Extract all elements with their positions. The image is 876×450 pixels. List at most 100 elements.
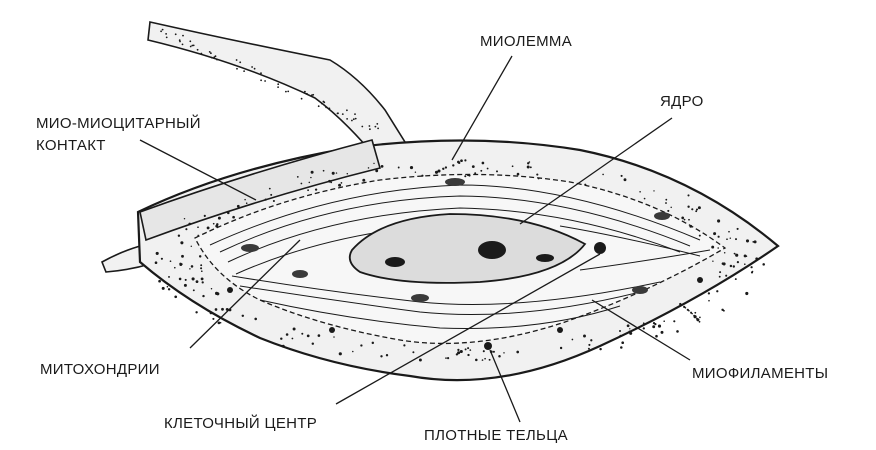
stipple-dot — [354, 113, 356, 115]
stipple-dot — [762, 263, 765, 266]
stipple-dot — [643, 197, 646, 200]
stipple-dot — [253, 67, 256, 70]
stipple-dot — [684, 306, 687, 309]
stipple-dot — [174, 33, 177, 36]
stipple-dot — [200, 52, 203, 55]
label-contact-line1: МИО-МИОЦИТАРНЫЙ — [36, 115, 201, 132]
stipple-dot — [168, 275, 170, 278]
stipple-dot — [165, 36, 168, 39]
stipple-dot — [722, 309, 725, 312]
leader-cell-center — [335, 253, 601, 405]
stipple-dot — [245, 202, 248, 204]
stipple-dot — [285, 90, 287, 93]
stipple-dot — [308, 181, 311, 184]
stipple-dot — [264, 80, 266, 82]
stipple-dot — [537, 177, 540, 180]
stipple-dot — [268, 187, 271, 190]
stipple-dot — [457, 348, 460, 352]
leader-lines — [139, 55, 691, 423]
stipple-dot — [215, 224, 219, 228]
stipple-dot — [180, 241, 184, 245]
stipple-dot — [212, 317, 215, 320]
stipple-dot — [697, 206, 701, 210]
stipple-dot — [368, 125, 371, 127]
stipple-dot — [251, 66, 254, 68]
stipple-dot — [690, 311, 693, 314]
stipple-dot — [536, 173, 539, 176]
stipple-dot — [717, 219, 721, 223]
stipple-dot — [464, 175, 467, 178]
chromatin-clump — [536, 254, 554, 262]
stipple-dot — [287, 90, 290, 93]
stipple-dot — [217, 321, 221, 325]
neighbor-cell-upper — [147, 21, 412, 161]
label-mitochondria: МИТОХОНДРИИ — [40, 361, 160, 378]
stipple-dot — [310, 170, 314, 174]
stipple-dot — [642, 327, 645, 330]
stipple-dot — [691, 208, 694, 211]
stipple-dot — [216, 292, 220, 296]
stipple-dot — [195, 311, 198, 314]
stipple-dot — [190, 245, 193, 248]
stipple-dot — [300, 97, 303, 100]
stipple-dot — [652, 325, 656, 329]
stipple-dot — [351, 119, 353, 122]
stipple-dot — [341, 113, 344, 115]
stipple-dot — [197, 234, 200, 237]
stipple-dot — [719, 271, 722, 274]
stipple-dot — [481, 359, 484, 361]
stipple-dot — [486, 167, 489, 170]
stipple-dot — [203, 214, 206, 217]
stipple-dot — [751, 270, 754, 273]
stipple-dot — [459, 349, 463, 354]
stipple-dot — [270, 193, 273, 196]
stipple-dot — [590, 339, 593, 342]
stipple-dot — [210, 56, 213, 59]
stipple-dot — [169, 260, 172, 263]
stipple-dot — [195, 280, 199, 283]
stipple-dot — [179, 262, 182, 265]
stipple-dot — [397, 166, 400, 169]
stipple-dot — [214, 55, 217, 58]
leader-contact — [139, 139, 257, 201]
stipple-dot — [665, 198, 668, 201]
stipple-dot — [385, 354, 389, 357]
stipple-dot — [691, 312, 693, 315]
stipple-dot — [716, 290, 719, 293]
stipple-dot — [414, 171, 417, 173]
stipple-dot — [654, 323, 657, 326]
stipple-dot — [639, 191, 641, 193]
stipple-dot — [191, 277, 195, 281]
stipple-dot — [160, 30, 163, 33]
stipple-dot — [583, 334, 586, 338]
stipple-dot — [360, 344, 363, 347]
stipple-dot — [197, 226, 199, 229]
stipple-dot — [695, 208, 699, 211]
stipple-dot — [216, 58, 218, 61]
stipple-dot — [750, 266, 753, 269]
stipple-dot — [260, 72, 262, 75]
stipple-dot — [380, 165, 384, 168]
stipple-dot — [189, 40, 192, 43]
stipple-dot — [317, 105, 320, 108]
stipple-dot — [559, 346, 563, 350]
stipple-dot — [371, 341, 375, 345]
stipple-dot — [330, 181, 333, 184]
stipple-dot — [628, 330, 631, 334]
stipple-dot — [683, 218, 686, 221]
leader-yadro — [519, 117, 673, 225]
stipple-dot — [174, 295, 178, 299]
stipple-dot — [495, 170, 499, 173]
stipple-dot — [529, 166, 532, 169]
stipple-dot — [214, 308, 218, 311]
stipple-dot — [474, 172, 477, 175]
nucleus — [348, 213, 587, 284]
stipple-dot — [189, 268, 191, 270]
stipple-dot — [178, 277, 182, 281]
stipple-dot — [361, 125, 364, 128]
stipple-dot — [660, 330, 664, 334]
stipple-dot — [693, 315, 697, 319]
stipple-dot — [154, 261, 158, 265]
stipple-dot — [621, 341, 625, 345]
stipple-dot — [325, 106, 327, 109]
